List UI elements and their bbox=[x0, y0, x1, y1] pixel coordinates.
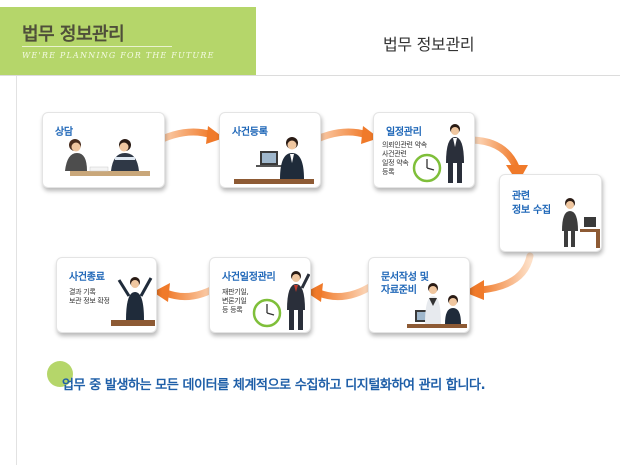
step-card-case-registration[interactable]: 사건등록 bbox=[219, 112, 321, 188]
desc-line: 등 등록 bbox=[222, 306, 243, 314]
desc-line: 재판기일, bbox=[222, 288, 249, 296]
consultation-people-icon bbox=[65, 139, 150, 176]
step-title-line2: 정보 수집 bbox=[512, 205, 551, 216]
step-title: 관련 bbox=[512, 191, 530, 202]
step-description: 재판기일, 변론기일 등 등록 bbox=[222, 288, 249, 315]
left-rule bbox=[16, 76, 17, 465]
desc-line: 의뢰인관련 약속 bbox=[382, 141, 427, 149]
step-description: 결과 기록 보관 정보 확정 bbox=[69, 288, 110, 306]
businessman-standing-icon bbox=[446, 124, 464, 183]
step-title: 문서작성 및 bbox=[381, 272, 429, 283]
brand-slogan: WE'RE PLANNING FOR THE FUTURE bbox=[22, 51, 215, 60]
step-title: 사건일정관리 bbox=[222, 272, 276, 283]
desc-line: 일정 약속 bbox=[382, 159, 409, 167]
businessman-pointing-icon bbox=[287, 271, 310, 330]
step-title: 일정관리 bbox=[386, 127, 422, 138]
brand-divider bbox=[22, 46, 172, 47]
page-title: 법무 정보관리 bbox=[383, 35, 475, 54]
document-team-icon bbox=[407, 283, 467, 328]
registration-businessman-icon bbox=[234, 137, 314, 184]
step-card-document-preparation[interactable]: 문서작성 및 자료준비 bbox=[368, 257, 470, 333]
header-divider bbox=[0, 75, 620, 76]
clock-icon bbox=[252, 298, 282, 328]
step-title-line2: 자료준비 bbox=[381, 285, 417, 296]
arrow-info-to-document-icon bbox=[464, 252, 534, 300]
step-card-consultation[interactable]: 상담 bbox=[42, 112, 165, 188]
desc-line: 변론기일 bbox=[222, 297, 247, 305]
footer-summary-text: 업무 중 발생하는 모든 데이터를 체계적으로 수집하고 디지털화하여 관리 합… bbox=[62, 378, 486, 393]
desc-line: 보관 정보 확정 bbox=[69, 297, 110, 305]
step-title: 상담 bbox=[55, 127, 73, 138]
step-card-schedule-management[interactable]: 일정관리 의뢰인관련 약속 사건관련 일정 약속 등록 bbox=[373, 112, 475, 188]
desc-line: 결과 기록 bbox=[69, 288, 96, 296]
step-card-info-collection[interactable]: 관련 정보 수집 bbox=[499, 174, 602, 252]
brand-title: 법무 정보관리 bbox=[22, 24, 125, 45]
step-card-case-closure[interactable]: 사건종료 결과 기록 보관 정보 확정 bbox=[56, 257, 157, 333]
arrow-document-to-case-schedule-icon bbox=[306, 281, 377, 302]
step-title: 사건종료 bbox=[69, 272, 105, 283]
step-description: 의뢰인관련 약속 사건관련 일정 약속 등록 bbox=[382, 141, 427, 177]
celebrating-businessman-icon bbox=[111, 277, 155, 326]
header: 법무 정보관리 WE'RE PLANNING FOR THE FUTURE 법무… bbox=[0, 0, 620, 76]
brand-block: 법무 정보관리 WE'RE PLANNING FOR THE FUTURE bbox=[0, 7, 256, 76]
woman-at-desk-icon bbox=[562, 198, 600, 248]
step-card-case-schedule[interactable]: 사건일정관리 재판기일, 변론기일 등 등록 bbox=[209, 257, 311, 333]
step-title: 사건등록 bbox=[232, 127, 268, 138]
footer-accent-circle bbox=[47, 361, 73, 387]
clock-icon bbox=[412, 153, 442, 183]
desc-line: 등록 bbox=[382, 168, 395, 176]
desc-line: 사건관련 bbox=[382, 150, 407, 158]
